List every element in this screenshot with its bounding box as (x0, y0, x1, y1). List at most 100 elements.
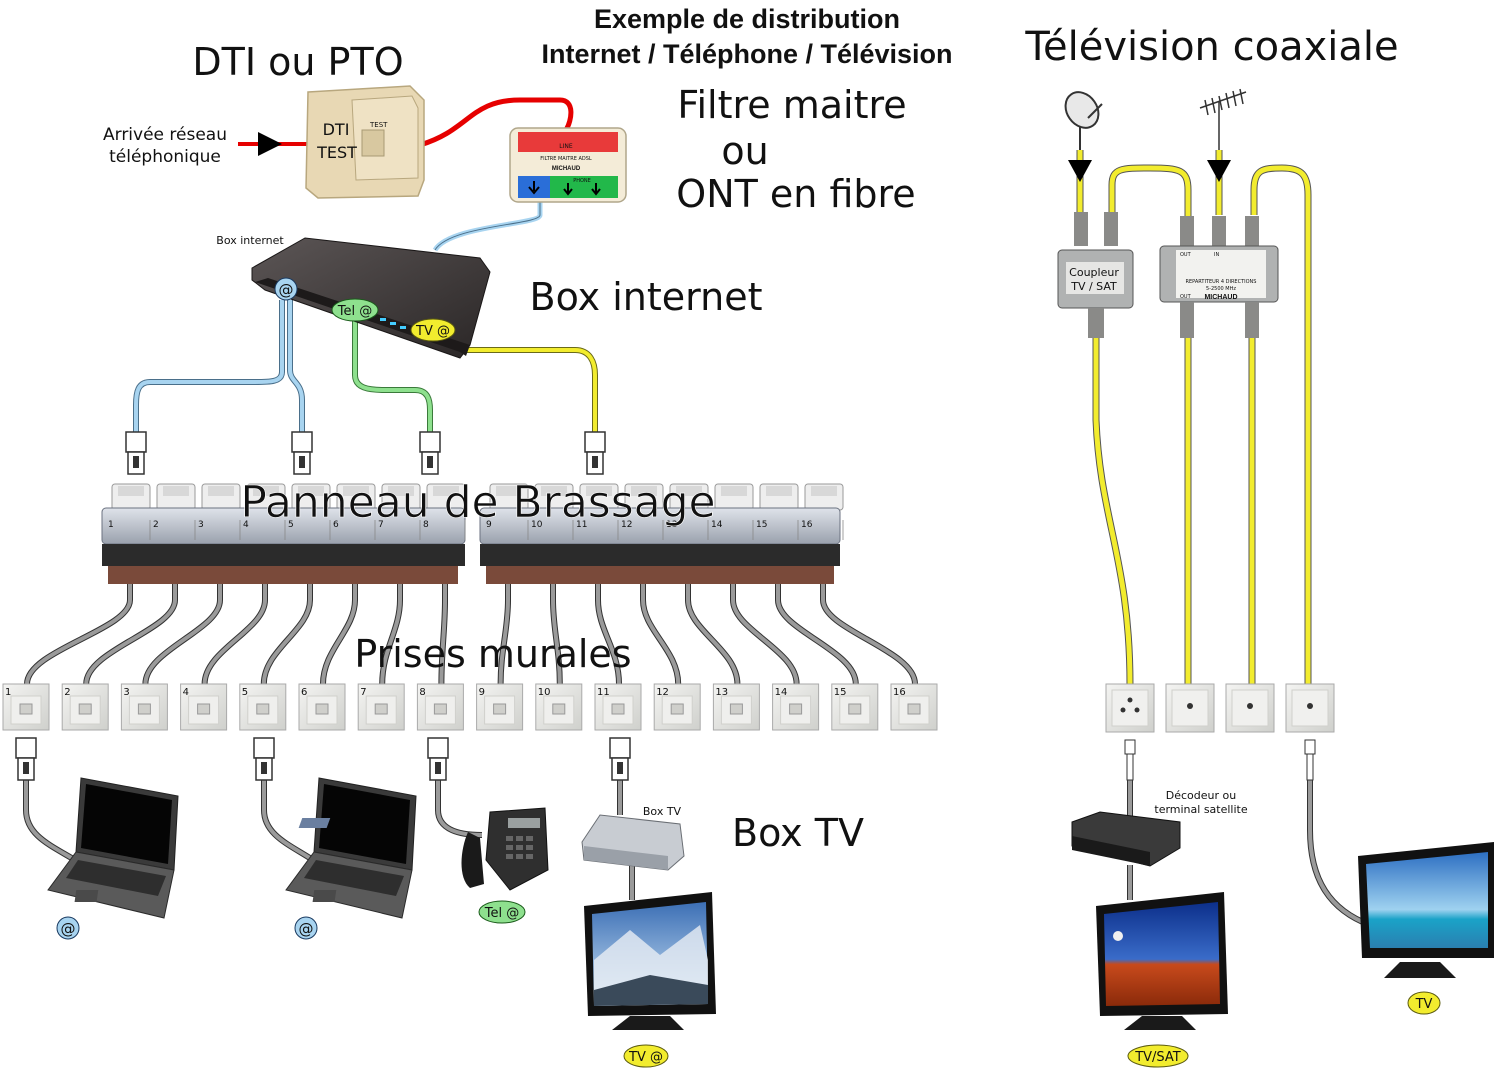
dti-logo-line1: DTI (323, 120, 350, 139)
filter-model-label: FILTRE MAITRE ADSL (540, 156, 592, 162)
wall-socket-number: 9 (479, 687, 485, 698)
panel-jack-16 (804, 483, 844, 511)
splitter-description: REPARTITEUR 4 DIRECTIONS (1186, 279, 1257, 285)
filter-phone-label: PHONE (573, 178, 591, 184)
panel-port-number: 6 (333, 520, 339, 530)
splitter-brand: MICHAUD (1204, 294, 1237, 301)
wall-socket-number: 15 (834, 687, 847, 698)
socket-output-plugs (15, 737, 631, 781)
laptop-1-badge: @ (56, 916, 80, 940)
panel-port-number: 3 (198, 520, 204, 530)
panel-port-number: 9 (486, 520, 492, 530)
wall-socket-15: 15 (831, 683, 879, 731)
panel-jack-14 (714, 483, 754, 511)
coax-outlet-2 (1165, 683, 1215, 733)
decodeur-label-line1: Décodeur ou (1166, 789, 1236, 802)
incoming-arrow-icon (258, 132, 282, 156)
dti-title: DTI ou PTO (192, 40, 403, 84)
panel-port-number: 13 (666, 520, 677, 530)
wall-socket-number: 6 (301, 687, 307, 698)
wall-socket-number: 14 (775, 687, 788, 698)
wall-socket-number: 1 (5, 687, 11, 698)
wall-socket-number: 11 (597, 687, 610, 698)
wall-socket-number: 10 (538, 687, 551, 698)
decodeur-label-line2: terminal satellite (1154, 803, 1247, 816)
wall-socket-5: 5 (239, 683, 287, 731)
coax-outlet-tvsat (1105, 683, 1155, 733)
box-tv-small-label: Box TV (643, 805, 682, 818)
satellite-dish-icon (1064, 91, 1103, 182)
wall-socket-2: 2 (61, 683, 109, 731)
coax-plug-1 (1124, 739, 1136, 781)
panel-jack-2 (156, 483, 196, 511)
wall-socket-number: 16 (893, 687, 906, 698)
prises-title: Prises murales (354, 632, 631, 676)
panel-to-socket-cables (24, 580, 918, 685)
telephone-badge-text: Tel @ (484, 906, 519, 921)
tv-2-badge-text: TV/SAT (1134, 1050, 1181, 1065)
rj45-plug-bottom-3 (427, 737, 449, 781)
tv-1-badge-text: TV @ (628, 1050, 663, 1065)
coax-outlet-3 (1225, 683, 1275, 733)
rj45-plug-bottom-1 (15, 737, 37, 781)
tv-3-badge: TV (1407, 991, 1441, 1015)
wall-socket-3: 3 (120, 683, 168, 731)
wall-socket-6: 6 (298, 683, 346, 731)
wall-socket-12: 12 (653, 683, 701, 731)
splitter-out-label-2: OUT (1180, 294, 1192, 300)
tv-1 (584, 892, 716, 1030)
main-title-line1: Exemple de distribution (594, 4, 900, 34)
tv-antenna-icon (1199, 88, 1247, 182)
wall-socket-number: 3 (123, 687, 129, 698)
wall-socket-8: 8 (416, 683, 464, 731)
wall-socket-16: 16 (890, 683, 938, 731)
coax-cables (1076, 150, 1312, 686)
wall-socket-7: 7 (357, 683, 405, 731)
wall-socket-number: 8 (419, 687, 425, 698)
panel-jack-15 (759, 483, 799, 511)
box-internet-small-label: Box internet (216, 234, 284, 247)
filter-to-box-cable (432, 200, 543, 252)
coax-title: Télévision coaxiale (1024, 24, 1398, 70)
wall-socket-number: 12 (656, 687, 669, 698)
filtre-title-line2: ou (721, 129, 768, 173)
panel-port-number: 8 (423, 520, 429, 530)
panel-port-number: 15 (756, 520, 767, 530)
laptop-1-badge-text: @ (61, 920, 76, 938)
coupler-label-line1: Coupleur (1069, 266, 1119, 279)
panel-port-number: 2 (153, 520, 159, 530)
telephone (461, 807, 549, 891)
laptop-2-badge: @ (294, 916, 318, 940)
coax-outlet-4 (1285, 683, 1335, 733)
rj45-plug-bottom-2 (253, 737, 275, 781)
panel-jack-3 (201, 483, 241, 511)
laptop-2-badge-text: @ (299, 920, 314, 938)
panel-jack-10 (534, 483, 574, 511)
panel-port-number: 14 (711, 520, 723, 530)
four-way-splitter: OUT IN OUT REPARTITEUR 4 DIRECTIONS 5-25… (1159, 216, 1279, 338)
panel-port-number: 1 (108, 520, 114, 530)
socket-to-device-cables (23, 780, 1372, 928)
laptop-1 (47, 777, 179, 919)
box-tv-title: Box TV (732, 811, 864, 855)
wall-socket-9: 9 (476, 683, 524, 731)
splitter-in-label: IN (1214, 252, 1219, 258)
laptop-2 (285, 777, 417, 919)
panel-jack-11 (579, 483, 619, 511)
main-title-line2: Internet / Téléphone / Télévision (541, 39, 952, 69)
wall-socket-number: 4 (183, 687, 189, 698)
dti-box: DTI TEST TEST (305, 85, 425, 199)
tv-1-badge: TV @ (623, 1044, 669, 1068)
filter-brand-label: MICHAUD (552, 166, 581, 172)
wall-socket-number: 2 (64, 687, 70, 698)
tv-3 (1358, 842, 1494, 978)
wall-socket-13: 13 (712, 683, 760, 731)
box-to-panel-cables (133, 300, 598, 432)
panel-port-number: 16 (801, 520, 813, 530)
dti-port-label: TEST (369, 121, 388, 129)
panel-input-plugs (125, 431, 606, 475)
panel-port-number: 10 (531, 520, 543, 530)
filtre-title-line1: Filtre maitre (677, 83, 906, 127)
